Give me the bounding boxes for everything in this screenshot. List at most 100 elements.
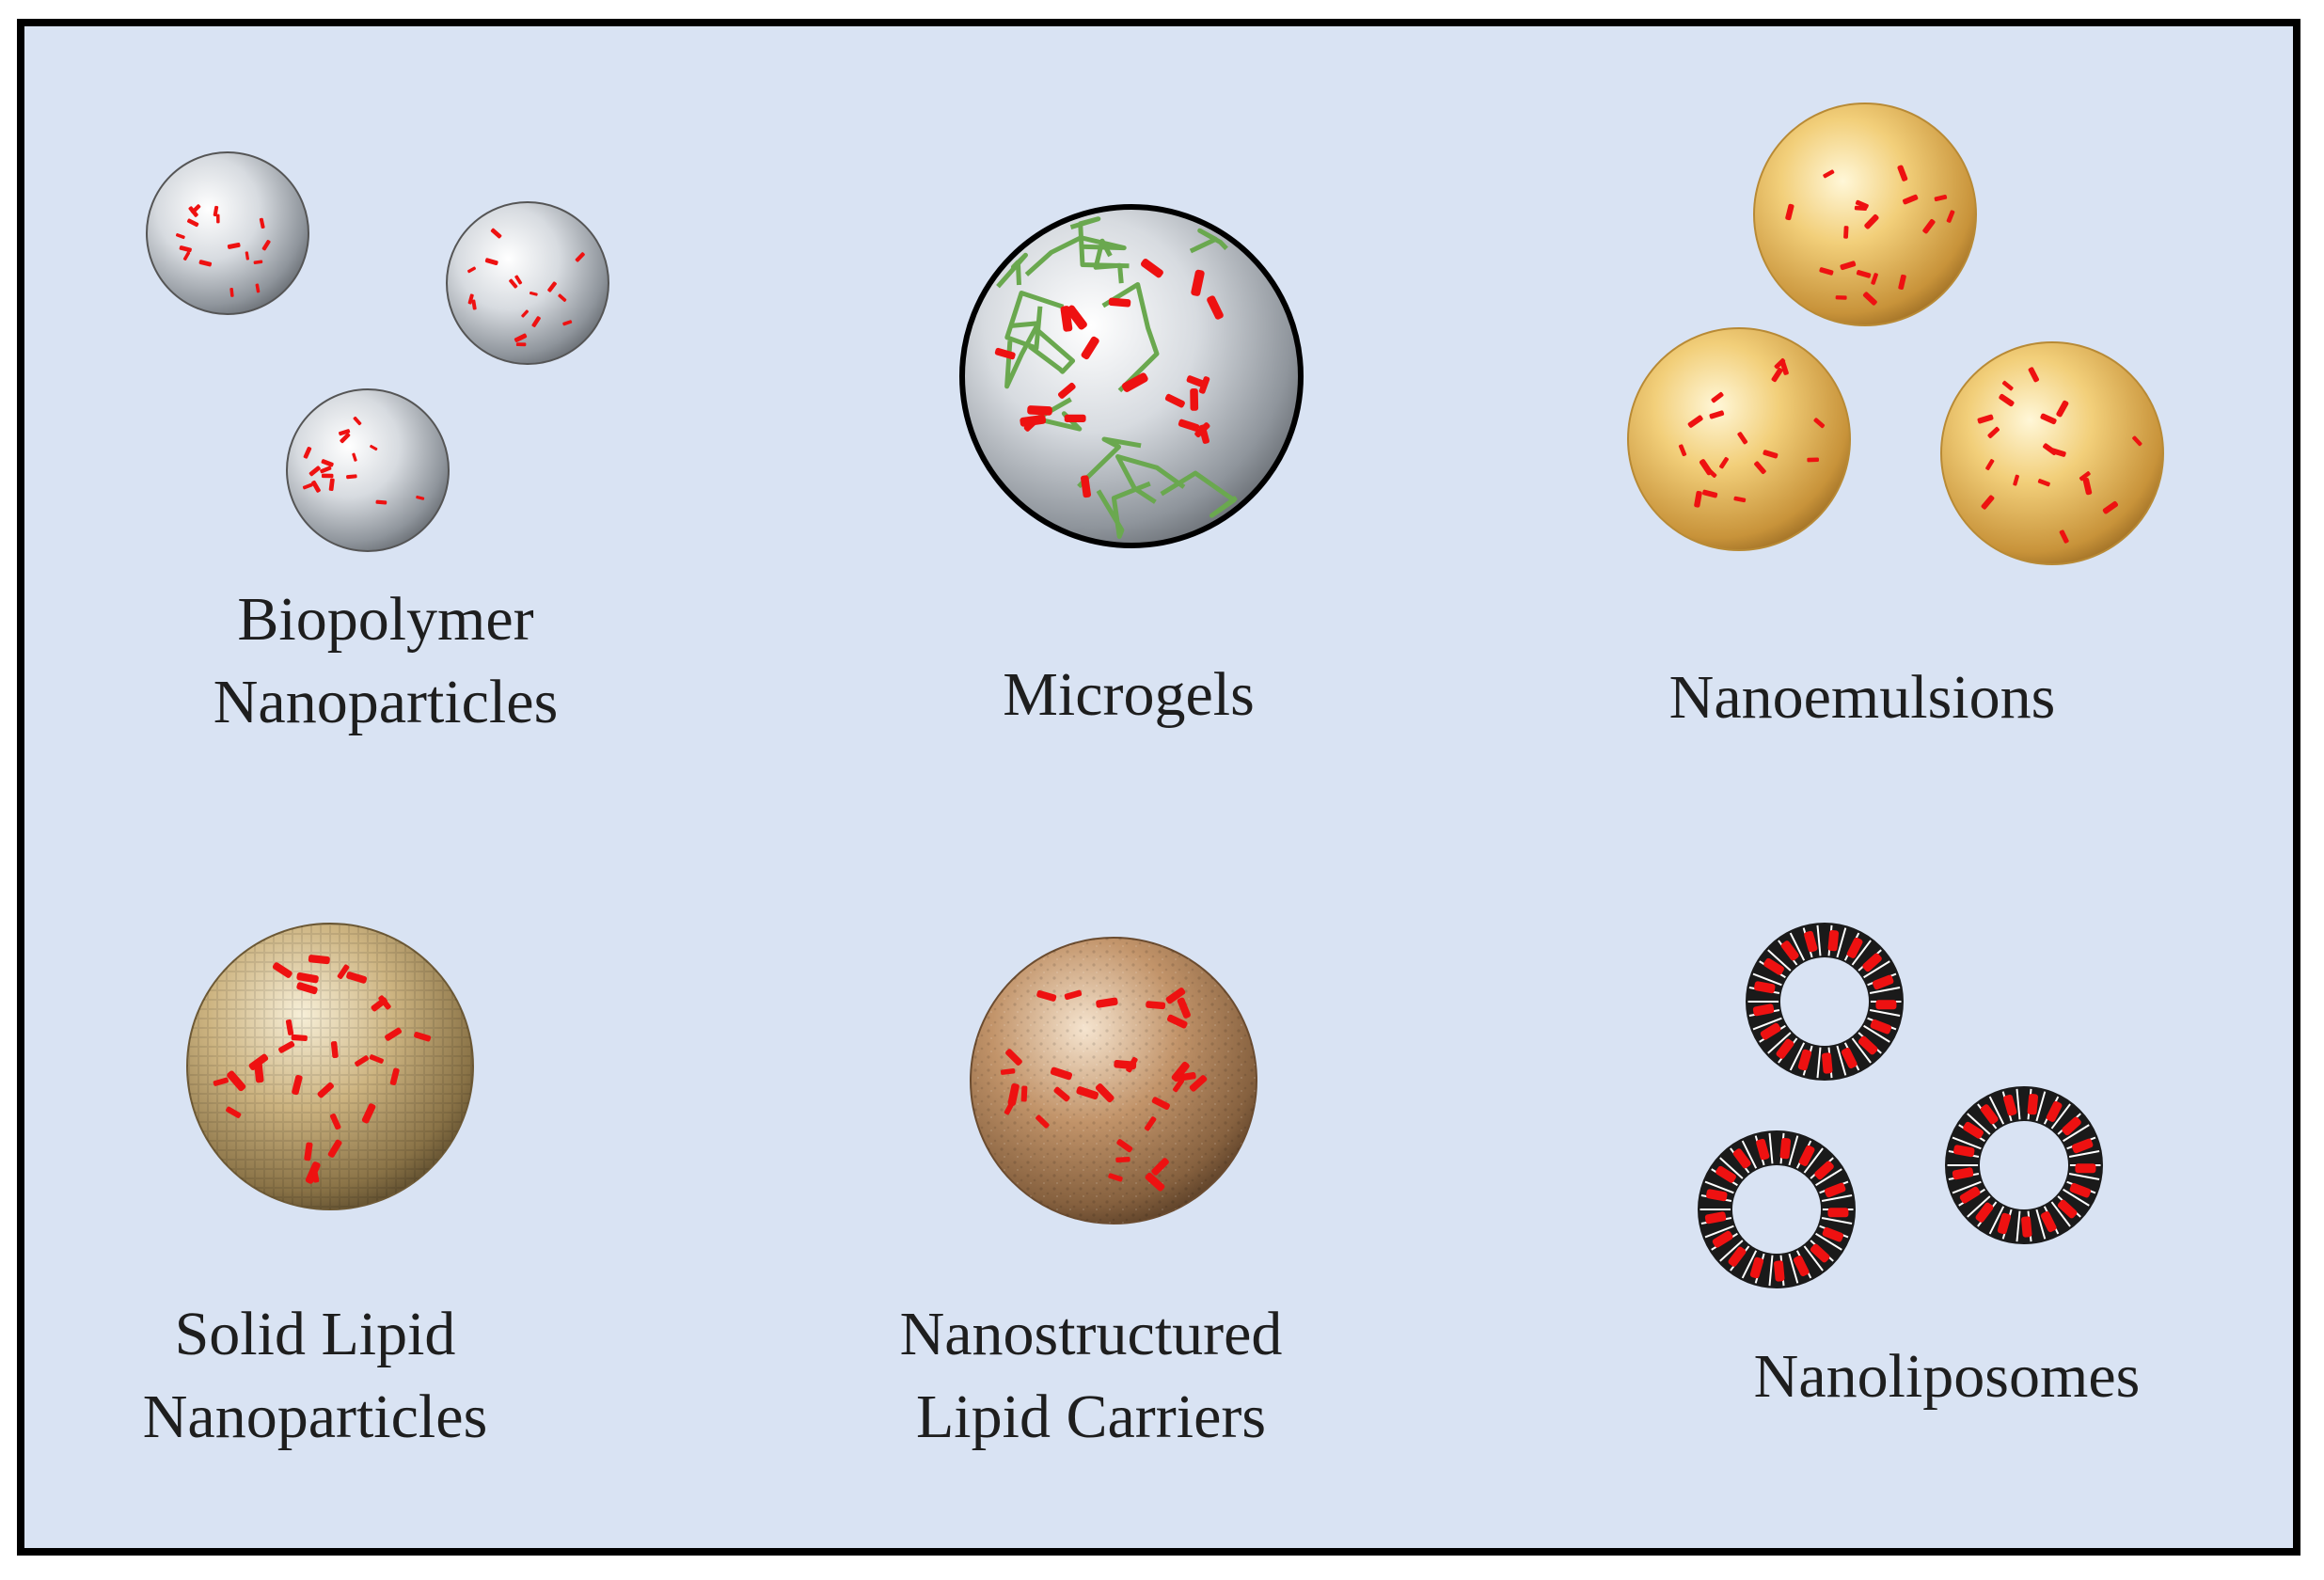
cargo-molecule xyxy=(1095,1083,1115,1103)
nanoliposome xyxy=(1944,1085,2103,1244)
cargo-molecule xyxy=(1081,336,1099,360)
cargo-molecule xyxy=(213,205,219,217)
cargo-molecule xyxy=(1116,1139,1133,1153)
cargo-molecule xyxy=(369,1054,384,1064)
cargo-molecule xyxy=(1813,418,1826,429)
cargo-molecule xyxy=(1076,1086,1099,1100)
cargo-molecule xyxy=(1151,1158,1169,1176)
cargo-molecule xyxy=(352,452,357,462)
cargo-molecule xyxy=(1779,1137,1792,1160)
cargo-molecule xyxy=(1840,261,1857,271)
cargo-molecule xyxy=(1855,199,1869,209)
cargo-molecule xyxy=(353,416,362,426)
cargo-molecule xyxy=(514,333,528,342)
solid-lipid-nanoparticle xyxy=(186,923,474,1210)
cargo-molecule xyxy=(467,293,474,305)
cargo-molecule xyxy=(254,1060,264,1083)
cargo-molecule xyxy=(1036,989,1057,1002)
cargo-molecule xyxy=(1841,1047,1858,1069)
cargo-molecule xyxy=(2037,479,2050,487)
cargo-molecule xyxy=(346,474,357,480)
cargo-molecule xyxy=(187,218,199,228)
microgel-particle xyxy=(959,204,1304,548)
cargo-molecule xyxy=(509,278,518,289)
cargo-molecule xyxy=(1207,295,1224,320)
cargo-molecule xyxy=(1825,1182,1846,1198)
cargo-molecule xyxy=(1780,940,1799,961)
cargo-molecule xyxy=(1020,1085,1028,1102)
cargo-molecule xyxy=(515,342,527,347)
cargo-molecule xyxy=(1053,1086,1070,1102)
cargo-molecule xyxy=(337,964,350,979)
cargo-molecule xyxy=(1115,1156,1130,1163)
label-nanoliposomes: Nanoliposomes xyxy=(1753,1342,2141,1411)
cargo-molecule xyxy=(346,972,368,984)
cargo-molecule xyxy=(1793,1255,1810,1277)
cargo-molecule xyxy=(514,275,523,285)
cargo-molecule xyxy=(2040,1210,2057,1233)
cargo-molecule xyxy=(311,480,321,493)
label-microgels: Microgels xyxy=(1003,660,1255,729)
cargo-molecule xyxy=(1737,432,1748,445)
cargo-molecule xyxy=(1985,459,1995,470)
cargo-molecule xyxy=(227,1070,246,1092)
cargo-molecule xyxy=(1959,1186,1981,1204)
cargo-molecule xyxy=(370,444,378,451)
cargo-molecule xyxy=(1060,306,1073,332)
cargo-molecule xyxy=(1835,295,1847,300)
nanoemulsion-droplet xyxy=(1940,341,2164,565)
cargo-molecule xyxy=(1146,1001,1166,1010)
cargo-molecule xyxy=(1864,213,1879,229)
nanoliposome xyxy=(1745,922,1904,1081)
cargo-molecule xyxy=(1980,1104,1999,1125)
cargo-molecule xyxy=(328,478,335,491)
cargo-molecule xyxy=(1822,1052,1833,1074)
cargo-molecule xyxy=(1807,457,1820,463)
cargo-molecule xyxy=(1858,1035,1878,1055)
cargo-molecule xyxy=(1186,375,1207,388)
cargo-molecule xyxy=(1007,1082,1020,1106)
cargo-molecule xyxy=(1027,405,1052,416)
cargo-molecule xyxy=(1981,495,1995,510)
cargo-molecule xyxy=(1687,415,1703,428)
cargo-molecule xyxy=(1871,273,1878,285)
cargo-molecule xyxy=(259,217,265,229)
cargo-molecule xyxy=(371,997,388,1012)
cargo-molecule xyxy=(1752,1003,1775,1017)
cargo-molecule xyxy=(1776,1038,1794,1059)
cargo-molecule xyxy=(198,260,213,267)
cargo-molecule xyxy=(1771,368,1783,383)
figure-frame xyxy=(17,19,2300,1556)
cargo-molecule xyxy=(278,1041,295,1053)
cargo-molecule xyxy=(562,320,573,326)
cargo-molecule xyxy=(1798,1145,1815,1166)
cargo-molecule xyxy=(1190,387,1199,411)
cargo-molecule xyxy=(1145,1172,1165,1192)
cargo-molecule xyxy=(1785,203,1794,221)
cargo-molecule xyxy=(1140,259,1163,278)
cargo-molecule xyxy=(1763,957,1784,975)
cargo-molecule xyxy=(1194,422,1210,438)
cargo-molecule xyxy=(575,252,585,262)
cargo-molecule xyxy=(1704,1211,1727,1224)
cargo-molecule xyxy=(558,293,567,302)
cargo-molecule xyxy=(2082,477,2093,496)
cargo-molecule xyxy=(291,1034,308,1041)
cargo-molecule xyxy=(2079,471,2091,482)
cargo-molecule xyxy=(308,955,330,965)
cargo-molecule xyxy=(327,1139,342,1158)
cargo-molecule xyxy=(1946,210,1955,223)
cargo-molecule xyxy=(2075,1163,2096,1174)
cargo-molecule xyxy=(2072,1138,2094,1154)
cargo-molecule xyxy=(2102,500,2119,514)
cargo-molecule xyxy=(1749,1256,1764,1279)
cargo-molecule xyxy=(361,1103,376,1124)
cargo-molecule xyxy=(340,433,351,444)
cargo-molecule xyxy=(1819,267,1834,276)
cargo-molecule xyxy=(1756,1138,1770,1161)
cargo-molecule xyxy=(261,240,271,251)
cargo-molecule xyxy=(1902,194,1919,205)
cargo-molecule xyxy=(2028,367,2040,383)
cargo-molecule xyxy=(179,245,192,253)
cargo-molecule xyxy=(1164,393,1185,408)
